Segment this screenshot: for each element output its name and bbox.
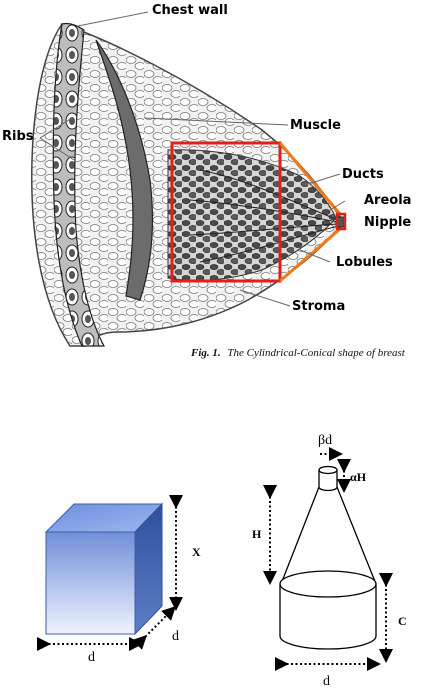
glandular-tissue <box>167 149 337 281</box>
cube-front-face <box>45 531 136 635</box>
cylinder-top-ellipse <box>279 570 377 598</box>
label-areola: Areola <box>364 193 411 208</box>
base-diameter-label: d <box>323 674 330 689</box>
figure-caption: Fig. 1. The Cylindrical-Conical shape of… <box>190 347 406 359</box>
cube-width-label: d <box>88 650 95 665</box>
breast-anatomy-illustration: Chest wall Ribs Muscle Ducts Areola Nipp… <box>2 3 411 347</box>
top-cylinder-top <box>318 465 338 475</box>
top-diameter-label: βd <box>318 433 332 448</box>
cylinder-bottom-arc <box>279 635 377 650</box>
label-ribs: Ribs <box>2 129 34 144</box>
cylinder-height-label: C <box>398 614 407 628</box>
label-stroma: Stroma <box>292 299 345 314</box>
cylinder-sides <box>279 584 377 636</box>
label-chest-wall: Chest wall <box>152 3 228 18</box>
label-nipple: Nipple <box>364 215 411 230</box>
label-muscle: Muscle <box>290 118 341 133</box>
rib-column <box>52 22 106 347</box>
cube-height-label: X <box>192 545 201 559</box>
cylinder-highlight-rectangle <box>170 141 282 283</box>
label-leader-lines <box>39 11 346 307</box>
cone-sides <box>280 486 377 585</box>
cone-cylinder-model: βd αH H C d <box>252 433 407 689</box>
muscle-layer <box>95 39 153 301</box>
cube-model: X d d <box>37 495 201 665</box>
cone-highlight-outline <box>278 142 342 283</box>
label-ducts: Ducts <box>342 167 384 182</box>
caption-text: The Cylindrical-Conical shape of breast <box>227 347 405 359</box>
label-lobules: Lobules <box>336 255 393 270</box>
cube-depth-label: d <box>172 629 179 644</box>
cone-height-label: H <box>252 527 262 541</box>
top-height-label: αH <box>350 470 367 484</box>
caption-prefix: Fig. 1. <box>190 347 221 359</box>
ducts-lines <box>189 169 339 263</box>
